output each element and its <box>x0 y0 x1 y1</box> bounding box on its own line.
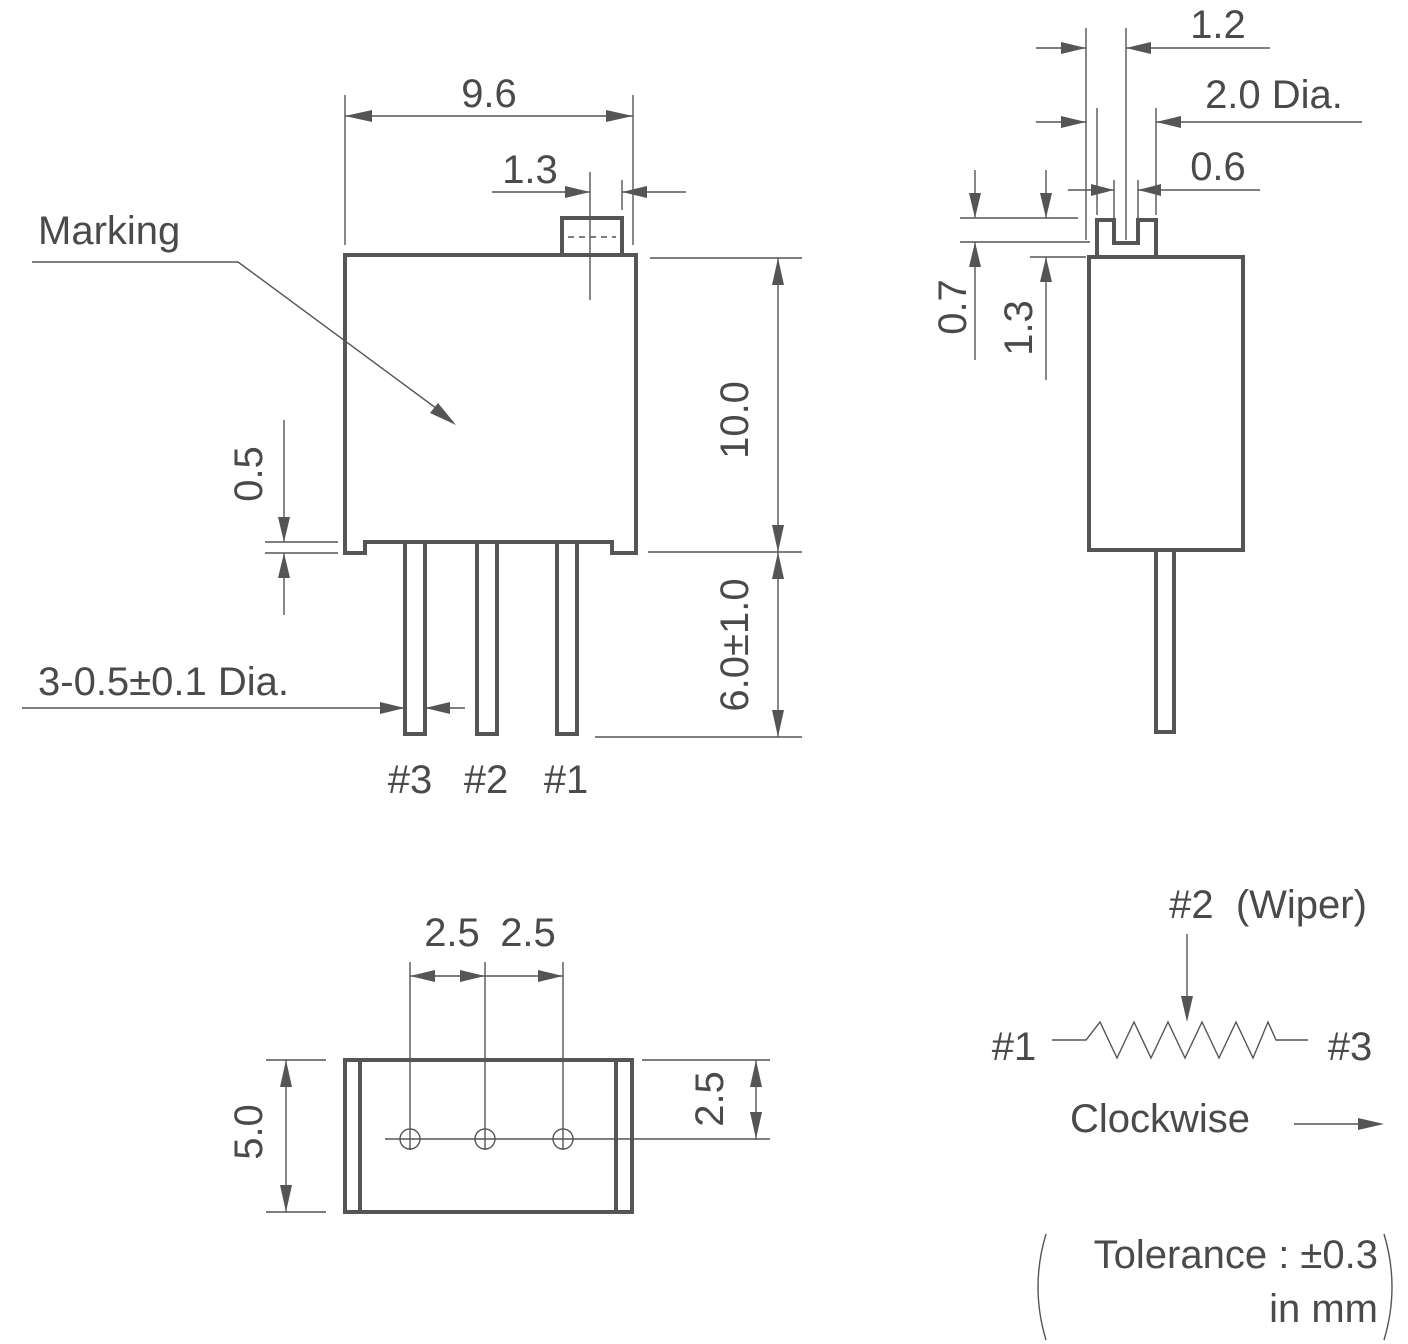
standoff-arrow-top <box>278 517 290 542</box>
side-body-outline <box>1087 255 1245 552</box>
side-view: 1.2 2.0 Dia. 0.6 0.7 1.3 <box>931 3 1362 734</box>
slot-width-arrow-left <box>1091 184 1114 196</box>
pin-label-3: #3 <box>388 758 433 802</box>
shaft-height-label: 1.3 <box>997 300 1041 356</box>
shaft-dim-label: 1.3 <box>502 148 558 192</box>
terminal-3-label: #3 <box>1328 1025 1373 1069</box>
bottom-body-outline <box>343 1058 634 1214</box>
schematic: #2 (Wiper) #1 #3 Clockwise <box>992 883 1384 1141</box>
pin-label-2: #2 <box>464 758 509 802</box>
shaft-arrow-left <box>565 186 590 198</box>
marking-leader <box>32 261 445 415</box>
pitch-right-label: 2.5 <box>500 911 556 955</box>
resistor-symbol <box>1052 1020 1308 1060</box>
clockwise-arrow-head <box>1358 1118 1384 1130</box>
standoff-dim-label: 0.5 <box>227 446 271 502</box>
pitch-arrow-1 <box>410 970 435 982</box>
pin-label-1: #1 <box>544 758 589 802</box>
marking-label: Marking <box>38 209 180 253</box>
pitch-left-label: 2.5 <box>424 911 480 955</box>
pin-dia-arrow-right <box>425 702 450 714</box>
wiper-arrow <box>1181 996 1193 1022</box>
slot-arrow-left <box>1061 42 1086 54</box>
width-arrow-right <box>606 110 633 122</box>
front-body-outline <box>343 253 638 555</box>
shaft-height-arrow-bottom <box>1040 257 1052 282</box>
clockwise-label: Clockwise <box>1070 1097 1250 1141</box>
wiper-label: #2 (Wiper) <box>1169 883 1367 927</box>
shaft-dia-arrow-left <box>1061 116 1086 128</box>
note-bracket-right <box>1383 1233 1393 1341</box>
height-arrow-top <box>772 258 784 285</box>
row-offset-arrow-bottom <box>750 1112 762 1139</box>
slot-width-arrow-right <box>1138 184 1161 196</box>
slot-depth-label: 0.7 <box>931 279 975 335</box>
pin-length-arrow-top <box>772 552 784 579</box>
slot-width-label: 0.6 <box>1190 145 1246 189</box>
pin-dia-arrow-left <box>380 702 405 714</box>
side-screw-head <box>1095 218 1158 257</box>
front-view: 9.6 1.3 Marking 10.0 6.0±1.0 0.5 <box>22 72 802 802</box>
shaft-dia-arrow-right <box>1156 116 1181 128</box>
standoff-arrow-bottom <box>278 553 290 578</box>
pin-length-dim-label: 6.0±1.0 <box>713 578 757 711</box>
height-dim-label: 10.0 <box>713 381 757 459</box>
slot-arrow-right <box>1126 42 1151 54</box>
bottom-view: 2.5 2.5 5.0 2.5 <box>227 911 770 1214</box>
tolerance-note: Tolerance : ±0.3 in mm <box>1037 1233 1393 1341</box>
note-bracket-left <box>1037 1233 1047 1341</box>
depth-arrow-bottom <box>280 1185 292 1212</box>
side-pin <box>1154 548 1176 734</box>
width-dim-label: 9.6 <box>461 72 517 116</box>
note-line-1: Tolerance : ±0.3 <box>1094 1233 1378 1277</box>
width-arrow-left <box>345 110 372 122</box>
pin-1 <box>555 540 579 736</box>
height-arrow-bottom <box>772 525 784 552</box>
depth-arrow-top <box>280 1060 292 1087</box>
shaft-arrow-right <box>622 186 647 198</box>
slot-dim-label: 1.2 <box>1190 3 1246 47</box>
slot-depth-arrow-bottom <box>969 242 981 267</box>
pitch-arrow-3 <box>538 970 563 982</box>
adjust-screw <box>560 216 624 257</box>
shaft-dia-label: 2.0 Dia. <box>1205 73 1343 117</box>
pin-length-arrow-bottom <box>772 710 784 737</box>
slot-depth-arrow-top <box>969 193 981 218</box>
row-offset-label: 2.5 <box>688 1071 732 1127</box>
shaft-height-arrow-top <box>1040 193 1052 218</box>
pin-3 <box>403 540 427 736</box>
pin-dia-label: 3-0.5±0.1 Dia. <box>38 660 289 704</box>
row-offset-arrow-top <box>750 1060 762 1087</box>
note-line-2: in mm <box>1269 1287 1378 1331</box>
marking-arrow <box>430 403 456 425</box>
terminal-1-label: #1 <box>992 1025 1037 1069</box>
pitch-arrow-2 <box>460 970 485 982</box>
depth-label: 5.0 <box>227 1104 271 1160</box>
pin-2 <box>475 540 499 736</box>
